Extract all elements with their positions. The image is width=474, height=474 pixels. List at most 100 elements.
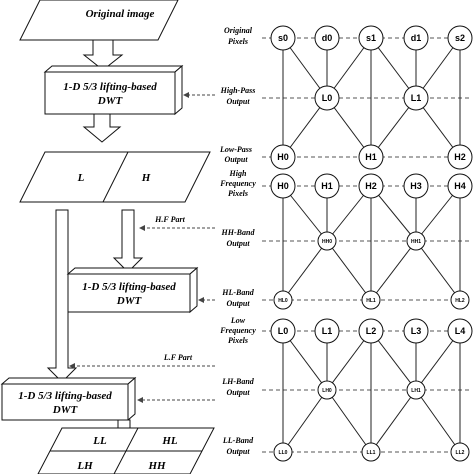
block2-mid-node-1-circle [406, 231, 426, 251]
block1-mid-node-1-circle [403, 85, 429, 111]
band-HH-label: HH [147, 460, 166, 472]
block1-mid-node-1-label: L1 [411, 93, 422, 103]
arrow-down-2 [82, 113, 122, 143]
block3-top-node-4-circle [447, 318, 473, 344]
dwt-box-2-top [66, 267, 199, 275]
block3-top-node-0-label: L0 [278, 326, 289, 336]
block2-top-node-4-label: H4 [454, 181, 466, 191]
lattice-edges [262, 37, 470, 453]
block1-bot-node-1-label: H1 [365, 152, 377, 162]
block1-top-node-2-label: s1 [366, 33, 376, 43]
block2-bot-node-0-label: HL0 [278, 298, 288, 304]
row-label-highfreq-2: Frequency [219, 179, 256, 188]
block2-mid-node-1: HH1 [406, 231, 426, 251]
dwt-box-1 [44, 71, 176, 115]
row-label-original-1: Original [224, 26, 253, 35]
row-label-llband-1: LL-Band [222, 436, 254, 445]
block1-top-node-1-circle [314, 25, 340, 51]
block1-mid-node-0-label: L0 [322, 93, 333, 103]
row-label-lowfreq-2: Frequency [219, 326, 256, 335]
block1-top-node-4-label: s2 [455, 33, 465, 43]
block1-top-node-2: s1 [358, 25, 384, 51]
row-label-original-2: Pixels [228, 37, 248, 46]
block1-top-node-0-circle [270, 25, 296, 51]
row-label-highpass-2: Output [226, 97, 250, 106]
block2-top-node-4-circle [447, 173, 473, 199]
block3-diag-bot-3 [415, 389, 461, 453]
block2-top-node-1-circle [314, 173, 340, 199]
block2-top-node-0-circle [270, 173, 296, 199]
block2-top-node-3-circle [403, 173, 429, 199]
block3-top-node-1-circle [314, 318, 340, 344]
block2-top-node-2: H2 [358, 173, 384, 199]
row-label-highpass-1: High-Pass [220, 86, 256, 95]
block2-mid-node-1-label: HH1 [411, 239, 421, 245]
block2-mid-node-0-label: HH0 [322, 239, 332, 245]
block3-bot-node-1: LL1 [361, 442, 381, 462]
band-LH-label: LH [76, 460, 93, 472]
block3-top-node-3-circle [403, 318, 429, 344]
block2-top-node-1: H1 [314, 173, 340, 199]
block2-bot-node-2: HL2 [450, 290, 470, 310]
block1-top-node-4: s2 [447, 25, 473, 51]
band-LL-label: LL [92, 435, 107, 447]
row-label-highfreq-3: Pixels [228, 189, 248, 198]
row-label-lowpass-1: Low-Pass [219, 145, 252, 154]
original-image-label: Original image [86, 8, 155, 20]
block3-diag-bot-1 [326, 389, 372, 453]
block2-top-node-0-label: H0 [277, 181, 289, 191]
block3-bot-node-1-label: LL1 [367, 450, 376, 456]
arrow-H-to-box2 [112, 209, 144, 273]
block3-top-node-1: L1 [314, 318, 340, 344]
block1-top-node-4-circle [447, 25, 473, 51]
block3-top-node-2-circle [358, 318, 384, 344]
block1-bot-node-2-label: H2 [454, 152, 466, 162]
row-label-lowfreq-1: Low [230, 316, 246, 325]
block1-top-node-1-label: d0 [322, 33, 333, 43]
block3-bot-node-0-label: LL0 [279, 450, 288, 456]
block3-top-node-3-label: L3 [411, 326, 422, 336]
row-label-hlband-1: HL-Band [221, 288, 255, 297]
block3-top-node-4: L4 [447, 318, 473, 344]
dwt-box-1-line1: 1-D 5/3 lifting-based [63, 81, 157, 93]
block2-top-node-2-label: H2 [365, 181, 377, 191]
block2-diag-bot-2 [370, 240, 417, 301]
block1-bot-node-0: H0 [270, 144, 296, 170]
row-label-hhband-2: Output [226, 239, 250, 248]
block1-top-node-0: s0 [270, 25, 296, 51]
original-image-plane [19, 0, 179, 41]
block3-top-node-4-label: L4 [455, 326, 466, 336]
band-L-label: L [77, 172, 85, 184]
row-label-lowfreq-3: Pixels [228, 336, 248, 345]
dwt-box-2-line2: DWT [116, 295, 143, 307]
block1-bot-node-2-circle [447, 144, 473, 170]
block1-top-node-3-label: d1 [411, 33, 422, 43]
row-label-llband-2: Output [226, 447, 250, 456]
block2-bot-node-1-circle [361, 290, 381, 310]
dwt-box-2-side [189, 266, 198, 314]
block1-mid-node-0-circle [314, 85, 340, 111]
dwt-box-3 [1, 383, 129, 421]
block1-top-node-2-circle [358, 25, 384, 51]
dwt-box-2 [67, 273, 191, 313]
row-label-hhband-1: HH-Band [221, 228, 256, 237]
block3-bot-node-1-circle [361, 442, 381, 462]
lf-part-label: L.F Part [163, 353, 193, 362]
block2-bot-node-1: HL1 [361, 290, 381, 310]
row-labels: Original Pixels High-Pass Output Low-Pas… [219, 26, 256, 456]
row-label-hlband-2: Output [226, 299, 250, 308]
block2-bot-node-1-label: HL1 [366, 298, 376, 304]
block2-bot-node-0: HL0 [273, 290, 293, 310]
row-label-lowpass-2: Output [224, 155, 248, 164]
block2-top-node-0: H0 [270, 173, 296, 199]
block1-bot-node-1: H1 [358, 144, 384, 170]
block3-top-node-3: L3 [403, 318, 429, 344]
block1-bot-node-0-label: H0 [277, 152, 289, 162]
block3-top-node-2-label: L2 [366, 326, 377, 336]
block1-bot-node-0-circle [270, 144, 296, 170]
block1-top-node-3: d1 [403, 25, 429, 51]
block2-diag-bot-1 [326, 240, 372, 301]
block3-top-node-1-label: L1 [322, 326, 333, 336]
